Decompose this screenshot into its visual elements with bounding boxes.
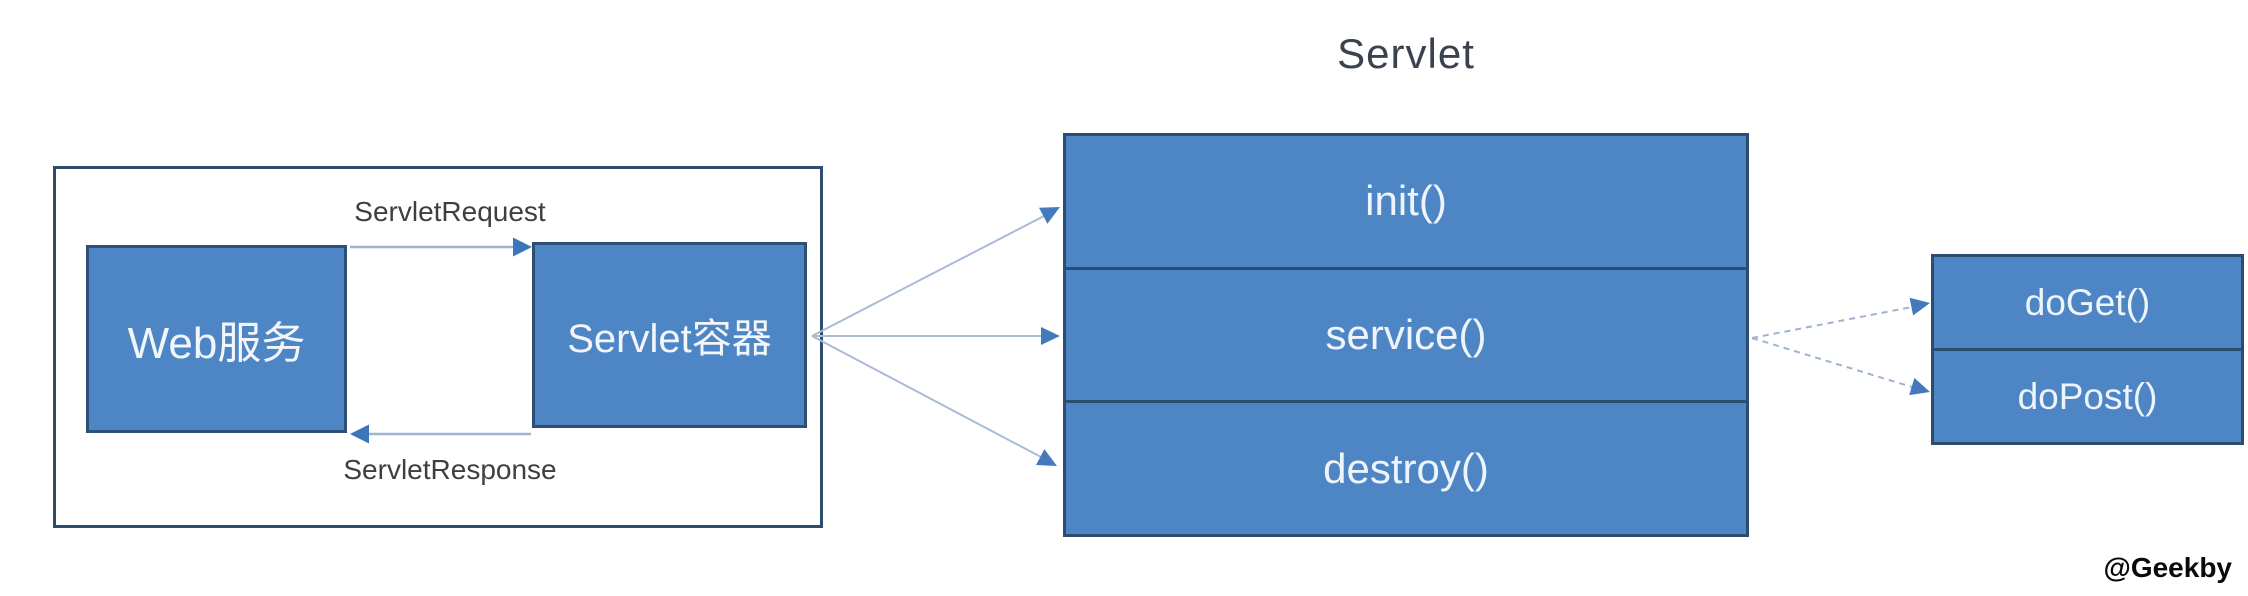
servlet-container-label: Servlet容器 [567,317,772,361]
servlet-lifecycle-box: init() service() destroy() [1063,133,1749,537]
container-to-service-arrow-icon [812,327,1060,345]
container-to-destroy-arrow-icon [811,335,1057,466]
service-method-label: service() [1325,311,1487,358]
servlet-request-label: ServletRequest [354,196,546,227]
doget-method-cell: doGet() [1934,257,2241,348]
servlet-container-box: Servlet容器 [532,242,807,428]
dopost-method-label: doPost() [2017,375,2158,417]
web-service-label: Web服务 [127,319,306,368]
destroy-method-cell: destroy() [1066,400,1746,534]
diagram-title: Servlet [1337,30,1475,77]
web-service-box: Web服务 [86,245,347,433]
init-method-cell: init() [1066,136,1746,267]
servlet-response-label: ServletResponse [343,454,557,485]
service-method-cell: service() [1066,266,1746,401]
destroy-method-label: destroy() [1323,444,1489,492]
container-to-init-arrow-icon [811,207,1060,337]
dopost-method-cell: doPost() [1934,348,2241,442]
http-methods-box: doGet() doPost() [1931,254,2244,445]
watermark-credit: @Geekby [2103,552,2232,583]
service-to-doget-arrow-icon [1751,297,1930,339]
service-to-dopost-arrow-icon [1751,337,1930,396]
init-method-label: init() [1365,177,1447,225]
doget-method-label: doGet() [2024,281,2151,323]
